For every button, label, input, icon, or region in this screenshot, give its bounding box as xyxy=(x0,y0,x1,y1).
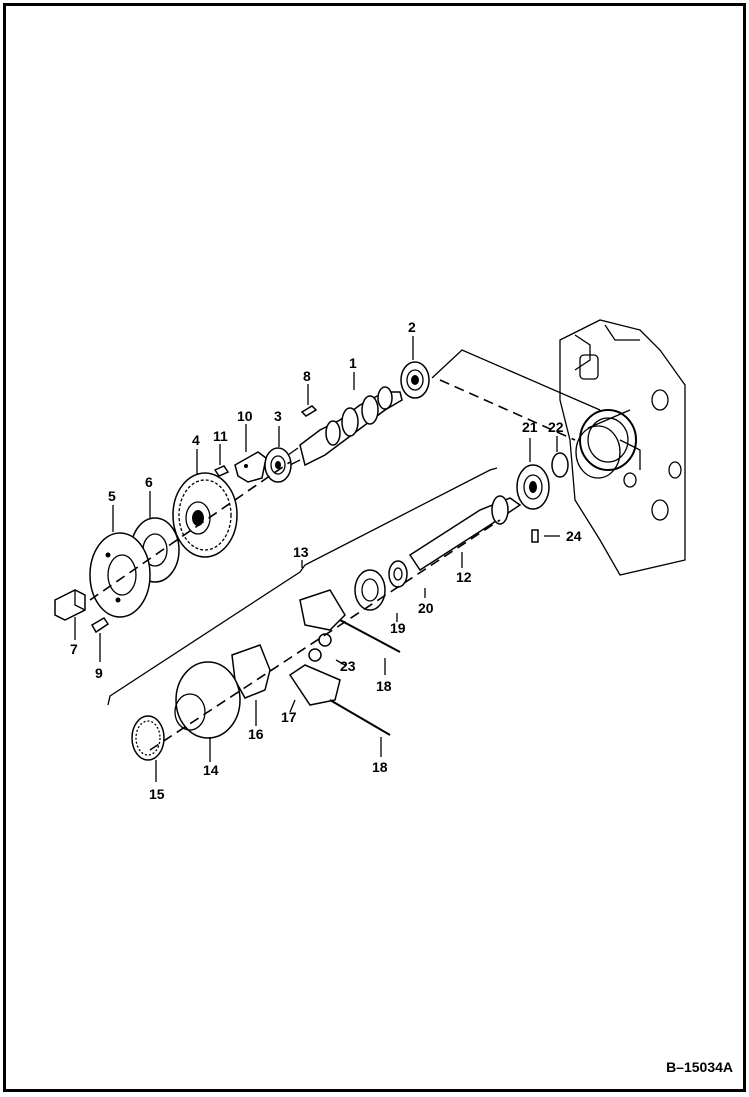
callout-4: 4 xyxy=(192,432,200,448)
pin-18a xyxy=(339,619,401,653)
gear-15 xyxy=(131,715,165,761)
figure-id: B–15034A xyxy=(666,1059,733,1075)
pin-24 xyxy=(531,529,539,543)
callout-12: 12 xyxy=(456,569,472,585)
callout-23: 22 xyxy=(548,419,564,435)
governor-shaft-assembly xyxy=(107,452,569,761)
callout-19: 23 xyxy=(340,658,356,674)
callout-24: 24 xyxy=(566,528,582,544)
bracket-13 xyxy=(107,467,498,706)
gear-4 xyxy=(172,472,238,558)
bolt-11 xyxy=(213,465,230,477)
callout-18-upper: 18 xyxy=(376,678,392,694)
camshaft-assembly xyxy=(54,361,430,634)
callout-5: 5 xyxy=(108,488,116,504)
callout-16: 16 xyxy=(248,726,264,742)
callout-22: 21 xyxy=(522,419,538,435)
callout-20: 19 xyxy=(390,620,406,636)
callout-labels: 2 1 8 10 3 11 4 6 5 7 9 21 22 24 12 13 2… xyxy=(70,319,582,802)
callout-1: 1 xyxy=(349,355,357,371)
pin-19 xyxy=(318,633,332,647)
sleeve-20 xyxy=(354,569,386,611)
callout-18-lower: 18 xyxy=(372,759,388,775)
callout-3: 3 xyxy=(274,408,282,424)
callout-8: 8 xyxy=(303,368,311,384)
callout-11: 11 xyxy=(213,428,228,444)
axis-line-top xyxy=(439,379,576,441)
callout-7: 7 xyxy=(70,641,78,657)
bolt-9 xyxy=(90,616,110,634)
key-8 xyxy=(300,405,318,417)
callout-14: 14 xyxy=(203,762,219,778)
callout-2: 2 xyxy=(408,319,416,335)
callout-17: 17 xyxy=(281,709,297,725)
snap-ring-23 xyxy=(551,452,569,478)
callout-6: 6 xyxy=(145,474,153,490)
callout-10: 10 xyxy=(237,408,253,424)
leader-line xyxy=(431,349,601,411)
callout-leaders xyxy=(74,336,560,782)
callout-9: 9 xyxy=(95,665,103,681)
plate-10 xyxy=(234,451,267,483)
callout-15: 15 xyxy=(149,786,165,802)
weight-17 xyxy=(299,589,346,631)
drum-14 xyxy=(175,661,241,739)
engine-block xyxy=(559,319,686,576)
callout-13: 13 xyxy=(293,544,309,560)
pin-18b xyxy=(329,699,391,736)
callout-21: 20 xyxy=(418,600,434,616)
flange-5 xyxy=(89,532,151,618)
nut-7 xyxy=(54,589,86,621)
